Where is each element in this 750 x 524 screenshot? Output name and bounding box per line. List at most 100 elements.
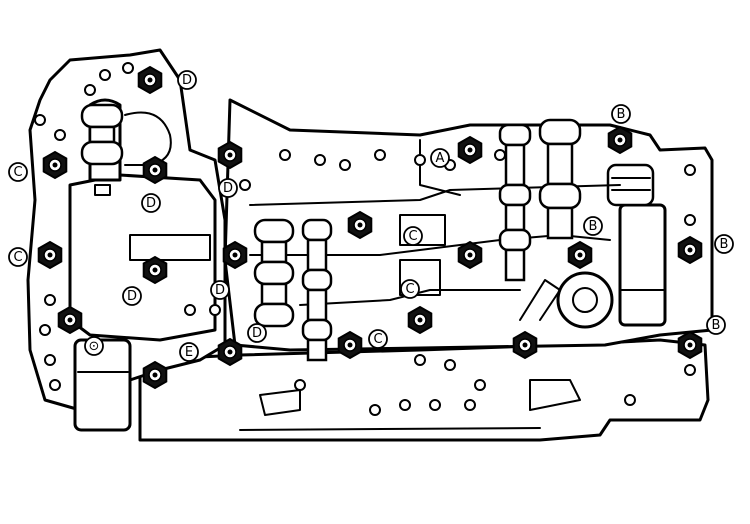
hex-bolt [37, 240, 63, 270]
spool-stack-2 [301, 218, 333, 362]
callout-d2: D [218, 178, 238, 198]
bolt-hole [314, 154, 326, 166]
main-housing [138, 338, 710, 442]
callout-letter: D [182, 73, 192, 88]
hex-bolt [337, 330, 363, 360]
right-damper [618, 203, 667, 327]
callout-letter: D [252, 326, 262, 341]
bolt-hole [44, 294, 56, 306]
hex-bolt [142, 155, 168, 185]
spool-stack-1 [253, 218, 295, 328]
bolt-hole [84, 84, 96, 96]
hex-bolt [677, 235, 703, 265]
bolt-holes [34, 62, 696, 416]
hex-bolt [512, 330, 538, 360]
callout-letter: D [223, 181, 233, 196]
callout-letter: D [127, 289, 137, 304]
spool-stack-left [80, 103, 124, 166]
bolt-hole [624, 394, 636, 406]
hex-bolt [217, 337, 243, 367]
bolt-hole [209, 304, 221, 316]
callout-c2: C [403, 226, 423, 246]
bolt-hole [279, 149, 291, 161]
hex-bolt [142, 255, 168, 285]
callout-b3: B [714, 234, 734, 254]
hex-bolt [677, 330, 703, 360]
hex-bolt [142, 360, 168, 390]
callout-letter: C [13, 250, 22, 265]
hex-bolt [347, 210, 373, 240]
bolt-hole [54, 129, 66, 141]
callout-c4: C [400, 279, 420, 299]
bolt-hole [474, 379, 486, 391]
callout-d5: D [210, 280, 230, 300]
bolt-hole [684, 214, 696, 226]
hex-bolt [42, 150, 68, 180]
callout-d1: D [177, 70, 197, 90]
hex-bolt [217, 140, 243, 170]
hex-bolt [222, 240, 248, 270]
callout-e1: E [179, 342, 199, 362]
bolt-hole [44, 354, 56, 366]
callout-letter: B [712, 318, 721, 333]
bolt-hole [184, 304, 196, 316]
callout-labels: D B A C D D B C C B C C D D B D E ⊙ [8, 70, 734, 362]
bolt-hole [684, 164, 696, 176]
callout-letter: B [617, 107, 626, 122]
callout-i1: ⊙ [84, 336, 104, 356]
callout-letter: D [146, 196, 156, 211]
accumulator-disc [556, 271, 614, 329]
hex-bolt [137, 65, 163, 95]
callout-d3: D [141, 193, 161, 213]
callout-letter: B [589, 219, 598, 234]
callout-b2: B [583, 216, 603, 236]
callout-c5: C [368, 329, 388, 349]
hex-bolt [457, 240, 483, 270]
bolt-hole [239, 179, 251, 191]
callout-b1: B [611, 104, 631, 124]
spool-stack-4 [538, 118, 582, 240]
hex-bolt [607, 125, 633, 155]
callout-letter: B [720, 237, 729, 252]
bolt-hole [294, 379, 306, 391]
bolt-hole [122, 62, 134, 74]
callout-letter: D [215, 283, 225, 298]
bolt-hole [494, 149, 506, 161]
callout-letter: C [373, 332, 382, 347]
callout-letter: C [13, 165, 22, 180]
bolt-hole [444, 359, 456, 371]
callout-b4: B [706, 315, 726, 335]
bolt-hole [49, 379, 61, 391]
callout-letter: C [408, 229, 417, 244]
bolt-hole [34, 114, 46, 126]
bolt-hole [39, 324, 51, 336]
bolt-hole [684, 364, 696, 376]
callout-letter: ⊙ [89, 339, 100, 354]
callout-c1: C [8, 162, 28, 182]
hex-bolt [457, 135, 483, 165]
bolt-hole [429, 399, 441, 411]
callout-d4: D [122, 286, 142, 306]
hex-bolt [407, 305, 433, 335]
callout-letter: E [185, 345, 193, 360]
bolt-hole [414, 154, 426, 166]
bolt-hole [369, 404, 381, 416]
callout-letter: C [405, 282, 414, 297]
callout-d6: D [247, 323, 267, 343]
bolt-hole [464, 399, 476, 411]
callout-letter: A [436, 151, 445, 166]
bolt-hole [374, 149, 386, 161]
bolt-hole [399, 399, 411, 411]
bottom-cylinder [73, 338, 132, 432]
hex-bolt [567, 240, 593, 270]
bolt-hole [414, 354, 426, 366]
callout-c3: C [8, 247, 28, 267]
callout-a1: A [430, 148, 450, 168]
bolt-hole [99, 69, 111, 81]
hex-bolt [57, 305, 83, 335]
hex-bolts [37, 65, 703, 390]
bolt-hole [339, 159, 351, 171]
spool-stack-3 [498, 123, 532, 282]
